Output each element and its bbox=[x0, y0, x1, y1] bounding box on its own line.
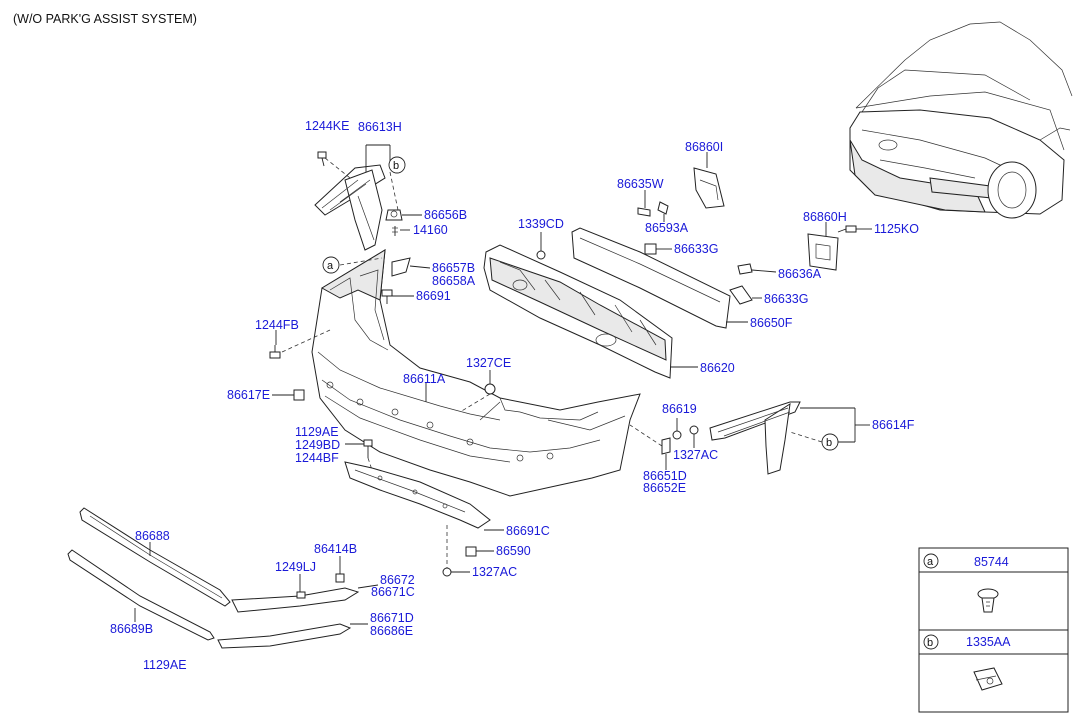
molding-86671d[interactable] bbox=[217, 623, 352, 649]
clip-86414b[interactable] bbox=[335, 573, 345, 583]
label-86860i[interactable]: 86860I bbox=[685, 140, 723, 154]
label-86633g-a[interactable]: 86633G bbox=[674, 242, 718, 256]
svg-text:a: a bbox=[327, 260, 334, 272]
bracket-86651d[interactable] bbox=[661, 437, 671, 455]
callout-a-main: a bbox=[322, 256, 340, 274]
label-86672[interactable]: 86672 bbox=[380, 573, 415, 587]
clip-86593a[interactable] bbox=[657, 201, 669, 215]
label-86651d[interactable]: 86651D bbox=[643, 469, 687, 483]
label-86686e[interactable]: 86686E bbox=[370, 624, 413, 638]
label-86688[interactable]: 86688 bbox=[135, 529, 170, 543]
screw-86691[interactable] bbox=[381, 289, 393, 304]
molding-86688[interactable] bbox=[79, 507, 231, 607]
nut-clip-icon bbox=[973, 667, 1003, 691]
label-86414b[interactable]: 86414B bbox=[314, 542, 357, 556]
clip-86590[interactable] bbox=[465, 546, 477, 557]
screw-1249lj[interactable] bbox=[296, 591, 306, 599]
label-86691[interactable]: 86691 bbox=[416, 289, 451, 303]
nut-1327ac-right[interactable] bbox=[689, 425, 699, 435]
callout-b-right: b bbox=[821, 433, 839, 451]
retainer-86617e[interactable] bbox=[293, 389, 305, 401]
label-1244fb[interactable]: 1244FB bbox=[255, 318, 299, 332]
bracket-86636a[interactable] bbox=[737, 263, 753, 275]
label-86636a[interactable]: 86636A bbox=[778, 267, 822, 281]
svg-text:b: b bbox=[393, 160, 399, 172]
bracket-86860h[interactable] bbox=[807, 233, 839, 271]
label-1339cd[interactable]: 1339CD bbox=[518, 217, 564, 231]
legend-row-b: b 1335AA bbox=[923, 634, 1011, 691]
bracket-86613h[interactable] bbox=[314, 164, 386, 251]
label-86650f[interactable]: 86650F bbox=[750, 316, 793, 330]
callout-b-upper: b bbox=[388, 156, 406, 174]
label-86617e[interactable]: 86617E bbox=[227, 388, 270, 402]
bolt-1249bd[interactable] bbox=[363, 439, 373, 458]
label-1244ke[interactable]: 1244KE bbox=[305, 119, 349, 133]
legend-part-1335aa[interactable]: 1335AA bbox=[966, 635, 1011, 649]
label-86656b[interactable]: 86656B bbox=[424, 208, 467, 222]
label-86689b[interactable]: 86689B bbox=[110, 622, 153, 636]
label-86614f[interactable]: 86614F bbox=[872, 418, 915, 432]
bolt-1125ko[interactable] bbox=[837, 225, 857, 233]
label-86635w[interactable]: 86635W bbox=[617, 177, 664, 191]
diagram-title: (W/O PARK'G ASSIST SYSTEM) bbox=[13, 12, 197, 26]
vehicle-rear-view-illustration bbox=[849, 21, 1073, 219]
label-86671d[interactable]: 86671D bbox=[370, 611, 414, 625]
label-1125ko[interactable]: 1125KO bbox=[874, 222, 919, 236]
label-1249bd[interactable]: 1249BD bbox=[295, 438, 340, 452]
label-1129ae-a[interactable]: 1129AE bbox=[295, 425, 339, 439]
svg-text:b: b bbox=[927, 637, 933, 649]
label-86633g-b[interactable]: 86633G bbox=[764, 292, 808, 306]
label-86619[interactable]: 86619 bbox=[662, 402, 697, 416]
svg-text:b: b bbox=[826, 437, 832, 449]
label-1249lj[interactable]: 1249LJ bbox=[275, 560, 316, 574]
legend-part-85744[interactable]: 85744 bbox=[974, 555, 1009, 569]
label-1327ce[interactable]: 1327CE bbox=[466, 356, 511, 370]
label-86590[interactable]: 86590 bbox=[496, 544, 531, 558]
nut-1327ac-lower[interactable] bbox=[442, 567, 452, 577]
energy-absorber-86620[interactable] bbox=[483, 244, 673, 379]
label-86860h[interactable]: 86860H bbox=[803, 210, 847, 224]
label-86671c[interactable]: 86671C bbox=[371, 585, 415, 599]
label-1327ac-b[interactable]: 1327AC bbox=[673, 448, 718, 462]
label-1129ae-b[interactable]: 1129AE bbox=[143, 658, 187, 672]
lower-skid-86691c[interactable] bbox=[344, 461, 491, 529]
bracket-86633g-upper[interactable] bbox=[644, 243, 657, 255]
label-86620[interactable]: 86620 bbox=[700, 361, 735, 375]
label-86691c[interactable]: 86691C bbox=[506, 524, 550, 538]
label-86652e[interactable]: 86652E bbox=[643, 481, 686, 495]
label-86657b[interactable]: 86657B bbox=[432, 261, 475, 275]
nut-1327ce[interactable] bbox=[484, 383, 496, 395]
bracket-86614f[interactable] bbox=[709, 401, 801, 475]
label-86658a[interactable]: 86658A bbox=[432, 274, 476, 288]
label-86611a[interactable]: 86611A bbox=[403, 372, 446, 386]
bracket-86635w[interactable] bbox=[637, 207, 651, 217]
molding-86689b[interactable] bbox=[67, 549, 215, 641]
molding-86672[interactable] bbox=[231, 587, 360, 613]
bracket-86657b[interactable] bbox=[391, 257, 411, 277]
bracket-86860i[interactable] bbox=[693, 167, 725, 209]
clip-86656b[interactable] bbox=[385, 209, 403, 221]
svg-text:a: a bbox=[927, 556, 934, 568]
screw-14160[interactable] bbox=[392, 226, 398, 236]
push-clip-icon bbox=[977, 588, 999, 613]
bolt-1244fb[interactable] bbox=[269, 345, 281, 359]
label-14160[interactable]: 14160 bbox=[413, 223, 448, 237]
legend-row-a: a 85744 bbox=[923, 553, 1009, 613]
back-beam-86650f[interactable] bbox=[571, 227, 731, 329]
bolt-1244ke[interactable] bbox=[317, 151, 327, 167]
nut-1339cd[interactable] bbox=[536, 250, 546, 260]
label-1244bf[interactable]: 1244BF bbox=[295, 451, 339, 465]
label-1327ac-a[interactable]: 1327AC bbox=[472, 565, 517, 579]
label-86613h[interactable]: 86613H bbox=[358, 120, 402, 134]
legend-table: a 85744 b 1335AA bbox=[918, 547, 1069, 713]
bracket-86633g-lower[interactable] bbox=[729, 285, 753, 305]
clip-86619[interactable] bbox=[672, 430, 682, 440]
label-86593a[interactable]: 86593A bbox=[645, 221, 689, 235]
